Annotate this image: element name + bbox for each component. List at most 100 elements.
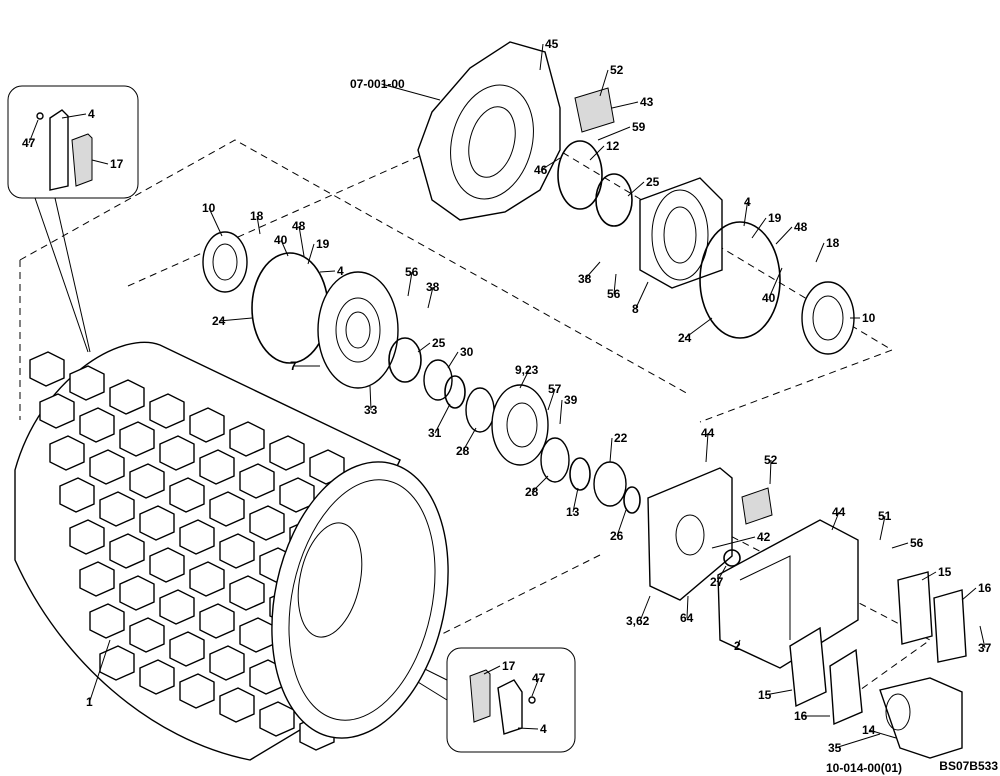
callout-8: 8 <box>632 302 639 316</box>
drum-pad <box>189 561 225 597</box>
drum-pad <box>179 673 215 709</box>
leader-line <box>684 317 713 339</box>
leader-line <box>417 342 431 353</box>
callout-3-62: 3,62 <box>626 614 650 628</box>
callout-16b: 16 <box>794 709 808 723</box>
drum-pad <box>149 393 185 429</box>
leader-line <box>208 207 223 237</box>
callout-25a: 25 <box>646 175 660 189</box>
drum-pad <box>229 575 265 611</box>
drum-pad <box>179 519 215 555</box>
ring-24-left <box>251 252 329 364</box>
bearing-28-right <box>540 437 570 483</box>
callout-39: 39 <box>564 393 578 407</box>
leader-line <box>751 217 767 239</box>
callout-07-001-00: 07-001-00 <box>350 77 405 91</box>
leader-line <box>589 145 605 161</box>
drum-pad <box>219 687 255 723</box>
callout-47b: 47 <box>532 671 546 685</box>
callout-51: 51 <box>878 509 892 523</box>
detail-box-top-left <box>7 85 139 353</box>
callout-28b: 28 <box>525 485 539 499</box>
drum-pad <box>99 645 135 681</box>
leader-line <box>462 427 477 452</box>
drum-pad <box>129 617 165 653</box>
leader-line <box>686 595 689 619</box>
leader-line <box>769 459 772 485</box>
callout-52a: 52 <box>610 63 624 77</box>
callout-26: 26 <box>610 529 624 543</box>
callout-38b: 38 <box>426 280 440 294</box>
drum-pad <box>119 421 155 457</box>
callout-19b: 19 <box>316 237 330 251</box>
leader-line <box>775 226 793 245</box>
callout-56b: 56 <box>405 265 419 279</box>
callout-30: 30 <box>460 345 474 359</box>
leader-line <box>559 399 563 425</box>
leader-line <box>764 689 793 696</box>
drum-pad <box>109 379 145 415</box>
leader-line <box>613 273 617 295</box>
leader-line <box>531 677 540 697</box>
callout-9-23: 9,23 <box>515 363 539 377</box>
drum-pad <box>99 491 135 527</box>
leader-line <box>307 243 315 265</box>
bearing-28-left <box>465 387 495 433</box>
callout-10-014-00: 10-014-00(01) <box>826 761 902 775</box>
callout-10b: 10 <box>202 201 216 215</box>
callout-1: 1 <box>86 695 93 709</box>
callout-28a: 28 <box>456 444 470 458</box>
callout-7: 7 <box>290 359 297 373</box>
callout-14: 14 <box>862 723 876 737</box>
leader-line <box>91 159 109 165</box>
drum-pad <box>269 435 305 471</box>
callout-18a: 18 <box>826 236 840 250</box>
leader-line <box>381 83 441 101</box>
leader-line <box>369 385 372 411</box>
seal-22 <box>593 461 627 507</box>
callout-25b: 25 <box>432 336 446 350</box>
drum-pad <box>209 645 245 681</box>
leader-line <box>609 437 613 463</box>
callout-48b: 48 <box>292 219 306 233</box>
leader-line <box>611 101 639 109</box>
leader-line <box>599 69 609 97</box>
callout-17b: 17 <box>502 659 516 673</box>
dashed-assembly-outline-main <box>19 139 691 636</box>
drum-pad <box>119 575 155 611</box>
callout-22: 22 <box>614 431 628 445</box>
drum-pad <box>199 603 235 639</box>
leader-line <box>979 625 986 649</box>
callout-46: 46 <box>534 163 548 177</box>
callout-35: 35 <box>828 741 842 755</box>
leader-line <box>483 665 501 675</box>
callout-47a: 47 <box>22 136 36 150</box>
callout-labels: 07-001-004552435912462541948183856840102… <box>22 37 992 775</box>
callout-10a: 10 <box>862 311 876 325</box>
leader-line <box>616 509 627 537</box>
leader-line <box>540 157 561 171</box>
drum-pad <box>139 659 175 695</box>
callout-15b: 15 <box>758 688 772 702</box>
callout-24a: 24 <box>678 331 692 345</box>
leader-line <box>61 113 87 119</box>
drum-pad <box>199 449 235 485</box>
drum-pad <box>189 407 225 443</box>
drum-pad <box>89 449 125 485</box>
drum-pad <box>169 631 205 667</box>
drum-pad <box>169 477 205 513</box>
leader-line <box>597 126 631 141</box>
callout-4c: 4 <box>88 107 95 121</box>
leader-line <box>635 281 649 310</box>
drive-motor <box>879 677 963 759</box>
leader-line <box>891 542 909 549</box>
plate-15-right <box>897 571 933 645</box>
drum-pad <box>89 603 125 639</box>
drum-pad <box>209 491 245 527</box>
leader-line <box>319 270 336 273</box>
drum-pad <box>219 533 255 569</box>
leader-line <box>879 515 886 541</box>
detail-box-bottom-right <box>349 631 576 753</box>
callout-64: 64 <box>680 611 694 625</box>
